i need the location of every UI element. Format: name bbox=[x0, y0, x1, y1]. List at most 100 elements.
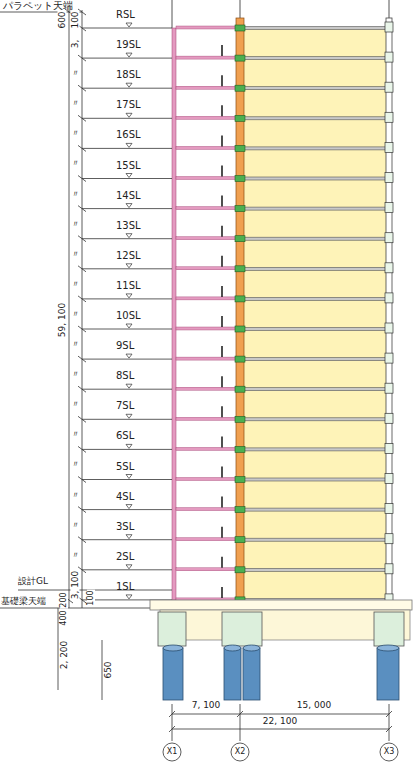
railing bbox=[221, 467, 223, 478]
ditto-mark: 〃 bbox=[71, 189, 80, 198]
slab bbox=[244, 508, 386, 511]
slab bbox=[176, 478, 236, 481]
ditto-mark: 〃 bbox=[71, 309, 80, 318]
railing bbox=[221, 226, 223, 237]
joint bbox=[385, 504, 393, 514]
railing bbox=[221, 196, 223, 207]
footing bbox=[374, 612, 404, 646]
level-mark bbox=[126, 324, 132, 328]
slab bbox=[244, 297, 386, 300]
slab bbox=[244, 57, 386, 60]
dim-line bbox=[172, 714, 389, 715]
dim-line bbox=[82, 10, 83, 608]
dimension: 7, 100 bbox=[191, 701, 222, 710]
slab bbox=[176, 116, 236, 119]
level-label: 3SL bbox=[116, 522, 134, 532]
joint bbox=[385, 203, 393, 213]
drawing-part bbox=[169, 711, 175, 717]
slab bbox=[244, 358, 386, 361]
joint bbox=[235, 537, 245, 543]
slab bbox=[244, 478, 386, 481]
joint bbox=[235, 206, 245, 212]
pile bbox=[163, 648, 183, 700]
ditto-mark: 〃 bbox=[71, 550, 80, 559]
grid-line bbox=[389, 704, 390, 741]
joint bbox=[385, 52, 393, 62]
level-line bbox=[82, 88, 172, 89]
railing bbox=[221, 497, 223, 508]
joint bbox=[385, 353, 393, 363]
pile bbox=[377, 648, 399, 700]
level-label: 18SL bbox=[116, 70, 141, 80]
joint bbox=[385, 142, 393, 152]
ditto-mark: 〃 bbox=[71, 520, 80, 529]
base-slab bbox=[150, 600, 412, 610]
level-line bbox=[82, 389, 172, 390]
ditto-mark: 〃 bbox=[71, 219, 80, 228]
railing bbox=[221, 75, 223, 86]
joint bbox=[385, 534, 393, 544]
joint bbox=[385, 22, 393, 32]
railing bbox=[221, 256, 223, 267]
slab bbox=[176, 86, 236, 89]
level-line bbox=[82, 268, 172, 269]
railing bbox=[221, 316, 223, 327]
joint bbox=[385, 82, 393, 92]
ditto-mark: 〃 bbox=[71, 159, 80, 168]
joint bbox=[235, 296, 245, 302]
level-label: 基礎梁天端 bbox=[1, 597, 46, 606]
dim-line bbox=[69, 10, 70, 608]
slab bbox=[176, 267, 236, 270]
ditto-mark: 〃 bbox=[71, 249, 80, 258]
level-label: 12SL bbox=[116, 251, 141, 261]
drawing-part bbox=[237, 711, 243, 717]
level-label: 11SL bbox=[116, 281, 141, 291]
level-mark bbox=[126, 444, 132, 448]
slab bbox=[244, 448, 386, 451]
level-line bbox=[82, 148, 172, 149]
joint bbox=[235, 25, 245, 31]
level-line bbox=[82, 178, 172, 179]
drawing-part bbox=[386, 726, 392, 732]
dimension: 600 bbox=[58, 10, 67, 29]
joint bbox=[235, 567, 245, 573]
railing bbox=[221, 436, 223, 447]
joint bbox=[385, 173, 393, 183]
level-line bbox=[82, 58, 172, 59]
slab bbox=[244, 418, 386, 421]
slab bbox=[244, 538, 386, 541]
joint bbox=[235, 115, 245, 121]
level-line bbox=[82, 359, 172, 360]
slab bbox=[244, 207, 386, 210]
grid-bubble bbox=[380, 743, 398, 761]
ditto-mark: 〃 bbox=[71, 129, 80, 138]
railing bbox=[221, 45, 223, 56]
grid-line bbox=[240, 704, 241, 741]
ditto-mark: 〃 bbox=[71, 279, 80, 288]
slab bbox=[176, 417, 236, 420]
slab bbox=[176, 387, 236, 390]
slab bbox=[176, 177, 236, 180]
railing bbox=[221, 286, 223, 297]
level-label: RSL bbox=[116, 10, 135, 20]
dimension: 3, bbox=[71, 39, 80, 50]
level-label: 10SL bbox=[116, 311, 141, 321]
joint bbox=[235, 85, 245, 91]
joint bbox=[235, 477, 245, 483]
dimension: 3, 100 bbox=[71, 570, 80, 601]
joint bbox=[385, 413, 393, 423]
level-line bbox=[82, 479, 172, 480]
joint bbox=[235, 446, 245, 452]
level-mark bbox=[126, 204, 132, 208]
pile bbox=[243, 648, 260, 700]
slab bbox=[176, 56, 236, 59]
level-line bbox=[82, 329, 172, 330]
level-mark bbox=[126, 294, 132, 298]
slab bbox=[176, 538, 236, 541]
joint bbox=[385, 293, 393, 303]
column bbox=[386, 18, 392, 600]
level-mark bbox=[126, 234, 132, 238]
level-mark bbox=[126, 83, 132, 87]
railing bbox=[221, 587, 223, 598]
level-mark bbox=[126, 414, 132, 418]
